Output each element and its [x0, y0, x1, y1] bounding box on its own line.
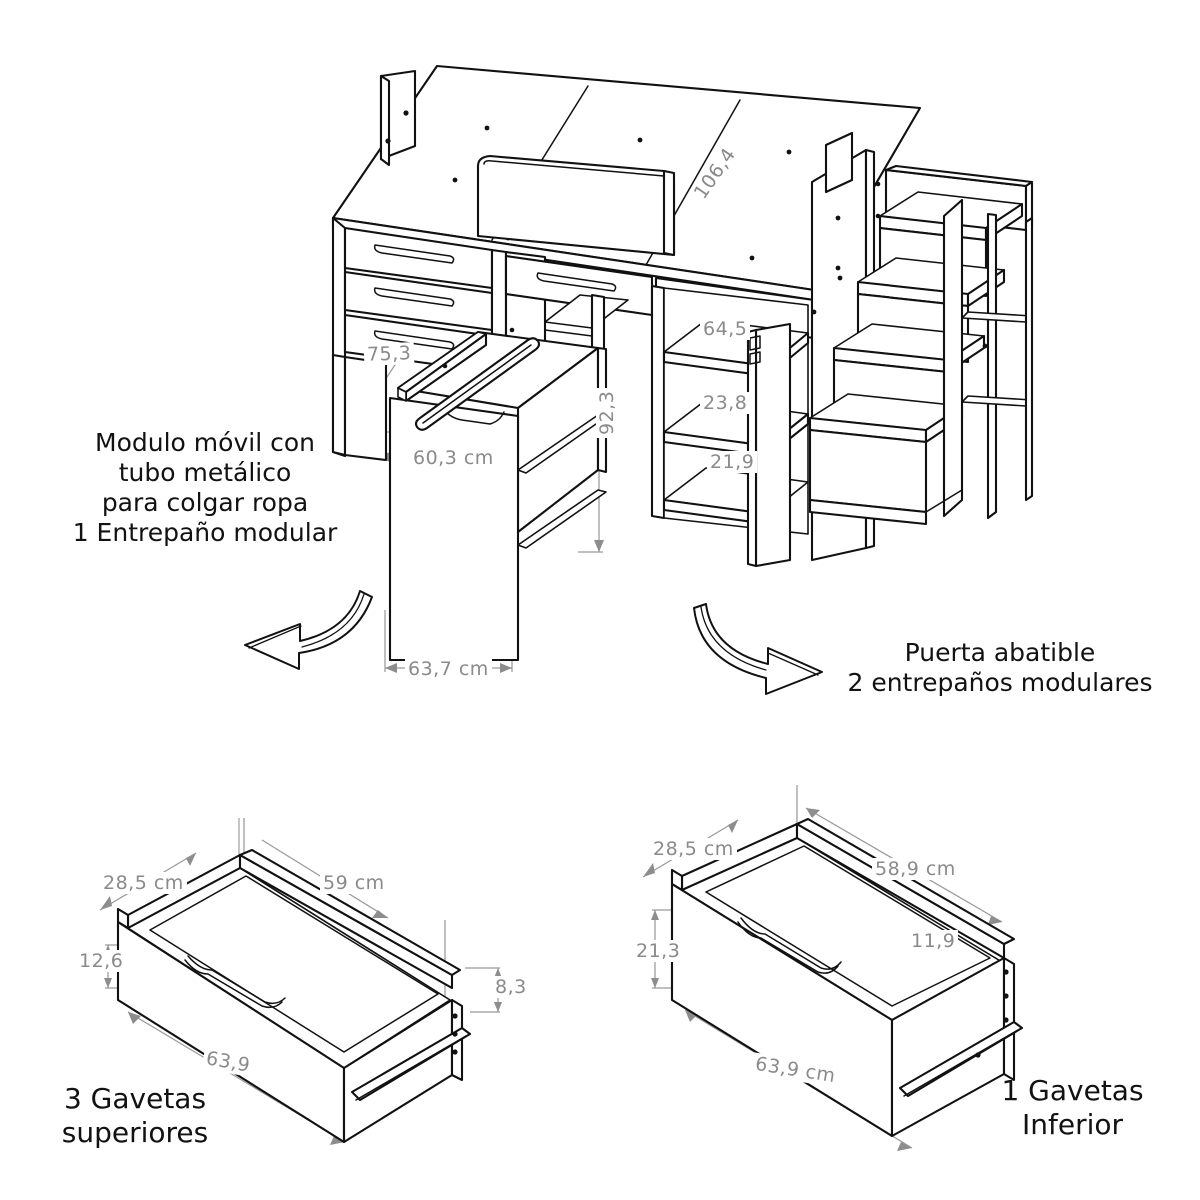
- mobile-module-note-line-1: Modulo móvil con: [95, 428, 315, 457]
- dim-lower-drawer-inner-height: 11,9: [908, 930, 959, 952]
- dim-module-depth: 63,7 cm: [405, 658, 492, 680]
- headboard-left-fin: [379, 69, 417, 167]
- dim-lower-drawer-inner-width: 58,9 cm: [872, 858, 959, 880]
- dim-shelf-gap-upper: 23,8: [700, 392, 751, 414]
- hinged-door-note-line-1: Puerta abatible: [904, 638, 1096, 667]
- lower-drawer-body: [670, 817, 1024, 1138]
- curved-arrow-right-icon: [693, 603, 823, 695]
- mobile-module-note-line-4: 1 Entrepaño modular: [72, 518, 338, 547]
- dim-shelf-width: 64,5: [700, 318, 751, 340]
- upper-drawer-dimension-lines: [99, 818, 502, 1145]
- upper-drawer-caption-line-1: 3 Gavetas: [63, 1082, 207, 1115]
- hinged-door-note: Puerta abatible 2 entrepaños modulares: [830, 638, 1170, 698]
- center-divider-niche: [490, 248, 654, 404]
- mobile-module-note: Modulo móvil con tubo metálico para colg…: [60, 428, 350, 548]
- dim-upper-drawer-back-height: 8,3: [492, 976, 530, 998]
- lower-drawer-caption: 1 Gavetas Inferior: [975, 1074, 1170, 1142]
- mobile-module-note-line-2: tubo metálico: [118, 458, 292, 487]
- dim-lower-drawer-side-height: 21,3: [633, 940, 684, 962]
- dim-lower-drawer-depth: 28,5 cm: [650, 838, 737, 860]
- dim-upper-drawer-side-height: 12,6: [76, 950, 127, 972]
- upper-drawer-caption: 3 Gavetas superiores: [30, 1082, 240, 1150]
- hinged-door-note-line-2: 2 entrepaños modulares: [847, 668, 1153, 697]
- curved-arrow-left-icon: [244, 590, 373, 670]
- lower-drawer-caption-line-1: 1 Gavetas: [1001, 1074, 1144, 1107]
- stair-tower: [808, 131, 1034, 562]
- lower-drawer-caption-line-2: Inferior: [1021, 1108, 1124, 1141]
- upper-drawer-caption-line-2: superiores: [61, 1116, 209, 1149]
- dim-upper-drawer-inner-width: 59 cm: [320, 872, 388, 894]
- bed-guard-panel: [476, 154, 676, 257]
- upper-drawer-body: [116, 848, 472, 1144]
- dim-upper-drawer-depth: 28,5 cm: [100, 872, 187, 894]
- dim-module-width: 60,3 cm: [410, 447, 497, 469]
- mobile-module-note-line-3: para colgar ropa: [101, 488, 309, 517]
- dim-shelf-gap-lower: 21,9: [707, 451, 758, 473]
